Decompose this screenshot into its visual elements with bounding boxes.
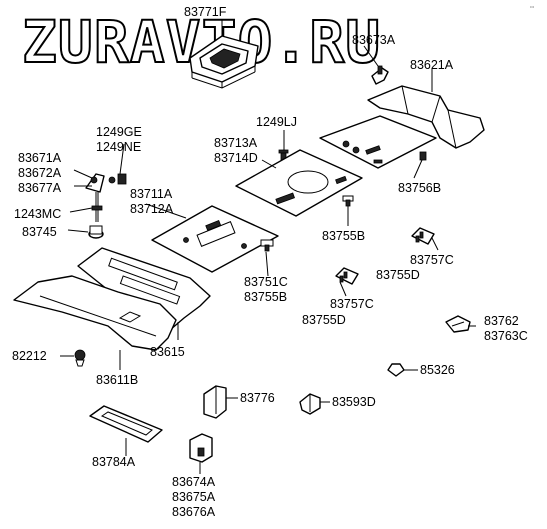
part-83776 [203, 385, 227, 419]
part-83771F [189, 35, 259, 89]
label-82212: 82212 [12, 349, 47, 363]
label-83712A: 83712A [130, 202, 174, 216]
part-83756B [319, 115, 437, 169]
label-83762: 83762 [484, 314, 519, 328]
label-83784A: 83784A [92, 455, 136, 469]
part-83713A [235, 149, 363, 217]
part-85326 [387, 363, 405, 377]
part-83762 [445, 315, 471, 333]
part-83784A [89, 405, 163, 443]
label-83755D-b: 83755D [302, 313, 346, 327]
label-83756B: 83756B [398, 181, 441, 195]
part-83621A [367, 85, 485, 149]
part-83673A [371, 65, 389, 85]
label-83771F: 83771F [184, 5, 227, 19]
label-83671A: 83671A [18, 151, 62, 165]
label-83676A: 83676A [172, 505, 216, 519]
labels: 83771F 83673A 83621A 1249LJ 83713A 83714… [12, 5, 528, 519]
label-83672A: 83672A [18, 166, 62, 180]
part-83711A [151, 205, 279, 273]
label-83593D: 83593D [332, 395, 376, 409]
part-83593D [299, 393, 321, 415]
label-1249NE: 1249NE [96, 140, 141, 154]
label-83677A: 83677A [18, 181, 62, 195]
label-83611B: 83611B [96, 373, 138, 387]
label-83674A: 83674A [172, 475, 216, 489]
label-83755B-b: 83755B [244, 290, 287, 304]
label-1249GE: 1249GE [96, 125, 142, 139]
label-83755B-a: 83755B [322, 229, 365, 243]
part-83757C-a [411, 227, 435, 245]
label-1243MC: 1243MC [14, 207, 61, 221]
label-83615: 83615 [150, 345, 185, 359]
label-85326: 85326 [420, 363, 455, 377]
label-83713A: 83713A [214, 136, 258, 150]
part-83615 [77, 247, 211, 331]
label-83751C: 83751C [244, 275, 288, 289]
label-83711A: 83711A [130, 187, 173, 201]
label-83755D-a: 83755D [376, 268, 420, 282]
label-83745: 83745 [22, 225, 57, 239]
label-83763C: 83763C [484, 329, 528, 343]
label-83714D: 83714D [214, 151, 258, 165]
part-83757C-b [335, 267, 359, 285]
part-83751C [260, 239, 274, 252]
part-83674A [189, 433, 213, 463]
label-83757C-b: 83757C [330, 297, 374, 311]
part-83755B [342, 195, 354, 207]
part-83671A [85, 173, 127, 239]
label-83776: 83776 [240, 391, 275, 405]
part-83611B [13, 275, 177, 351]
watermark: ZURAVTO.RU [22, 8, 381, 76]
corner-mark: ••• [530, 4, 535, 9]
part-82212 [74, 349, 86, 367]
label-83757C-a: 83757C [410, 253, 454, 267]
label-83673A: 83673A [352, 33, 396, 47]
leader-lines [60, 20, 476, 474]
label-1249LJ: 1249LJ [256, 115, 297, 129]
label-83621A: 83621A [410, 58, 454, 72]
label-83675A: 83675A [172, 490, 216, 504]
